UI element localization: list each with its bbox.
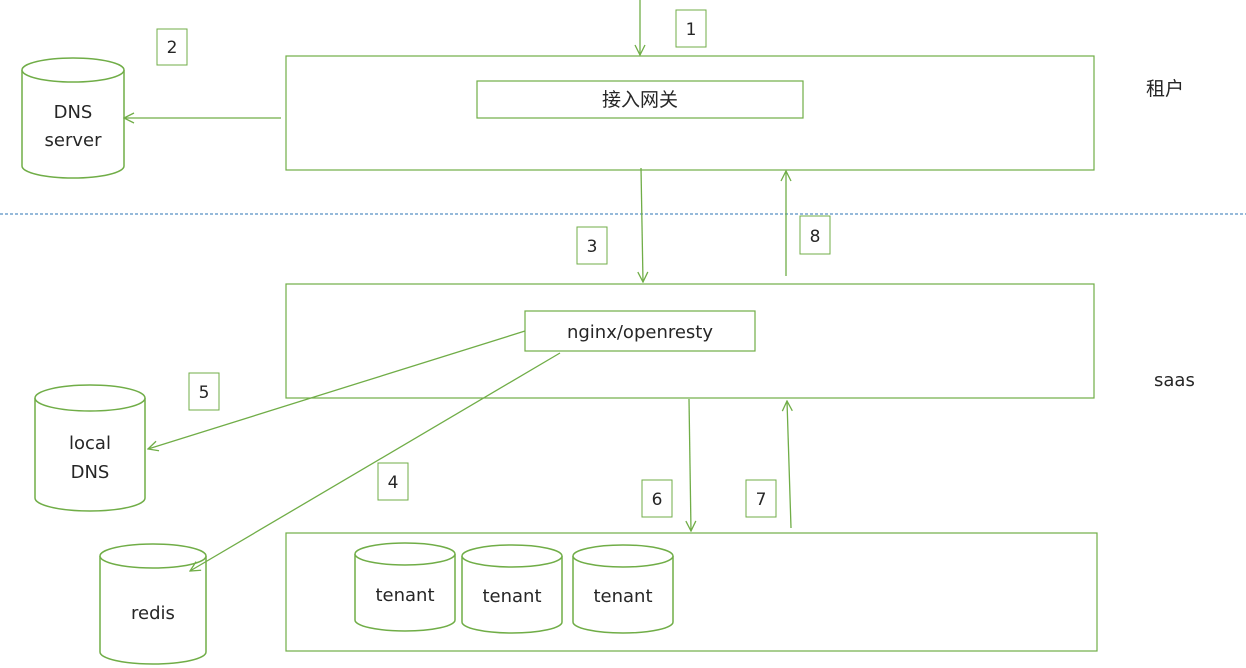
step-number: 4 [388,473,399,493]
step-badge-8: 8 [799,215,831,255]
dns-server-cylinder: DNS server [21,57,125,179]
redis-cylinder: redis [99,543,207,665]
arrow-step-3 [641,167,643,282]
step-badge-4: 4 [377,462,409,501]
step-badge-5: 5 [188,372,220,411]
step-number: 5 [199,383,210,403]
arrow-step-5 [148,330,526,449]
gateway-label: 接入网关 [602,89,678,111]
proxy-label: nginx/openresty [567,322,713,343]
dns-server-label-line2: server [45,130,103,151]
tenant-label: tenant [593,586,652,607]
arrow-step-6 [689,398,691,531]
tenant-cylinder-1: tenant [354,542,456,632]
redis-label: redis [131,603,175,624]
step-number: 1 [686,20,697,40]
step-number: 7 [756,490,767,510]
tenant-label: tenant [375,585,434,606]
zone-label-saas: saas [1154,370,1195,391]
gateway-box [476,80,804,119]
step-badge-7: 7 [745,479,777,518]
step-badge-3: 3 [576,226,608,265]
step-badge-1: 1 [675,9,707,48]
step-number: 2 [167,38,178,58]
proxy-box [524,310,756,352]
step-number: 6 [652,490,663,510]
tenant-cylinder-3: tenant [572,544,674,634]
step-badge-2: 2 [156,28,188,66]
arrow-step-7 [787,401,791,529]
step-badge-6: 6 [641,479,673,518]
local-dns-label-line2: DNS [71,462,110,483]
arrow-step-4 [190,352,561,571]
step-number: 8 [810,227,821,247]
local-dns-label-line1: local [69,433,111,454]
local-dns-cylinder: local DNS [34,384,146,512]
dns-server-label-line1: DNS [54,102,93,123]
step-number: 3 [587,237,598,257]
zone-label-tenant: 租户 [1146,78,1184,100]
tenant-cylinder-2: tenant [461,544,563,634]
tenant-label: tenant [482,586,541,607]
